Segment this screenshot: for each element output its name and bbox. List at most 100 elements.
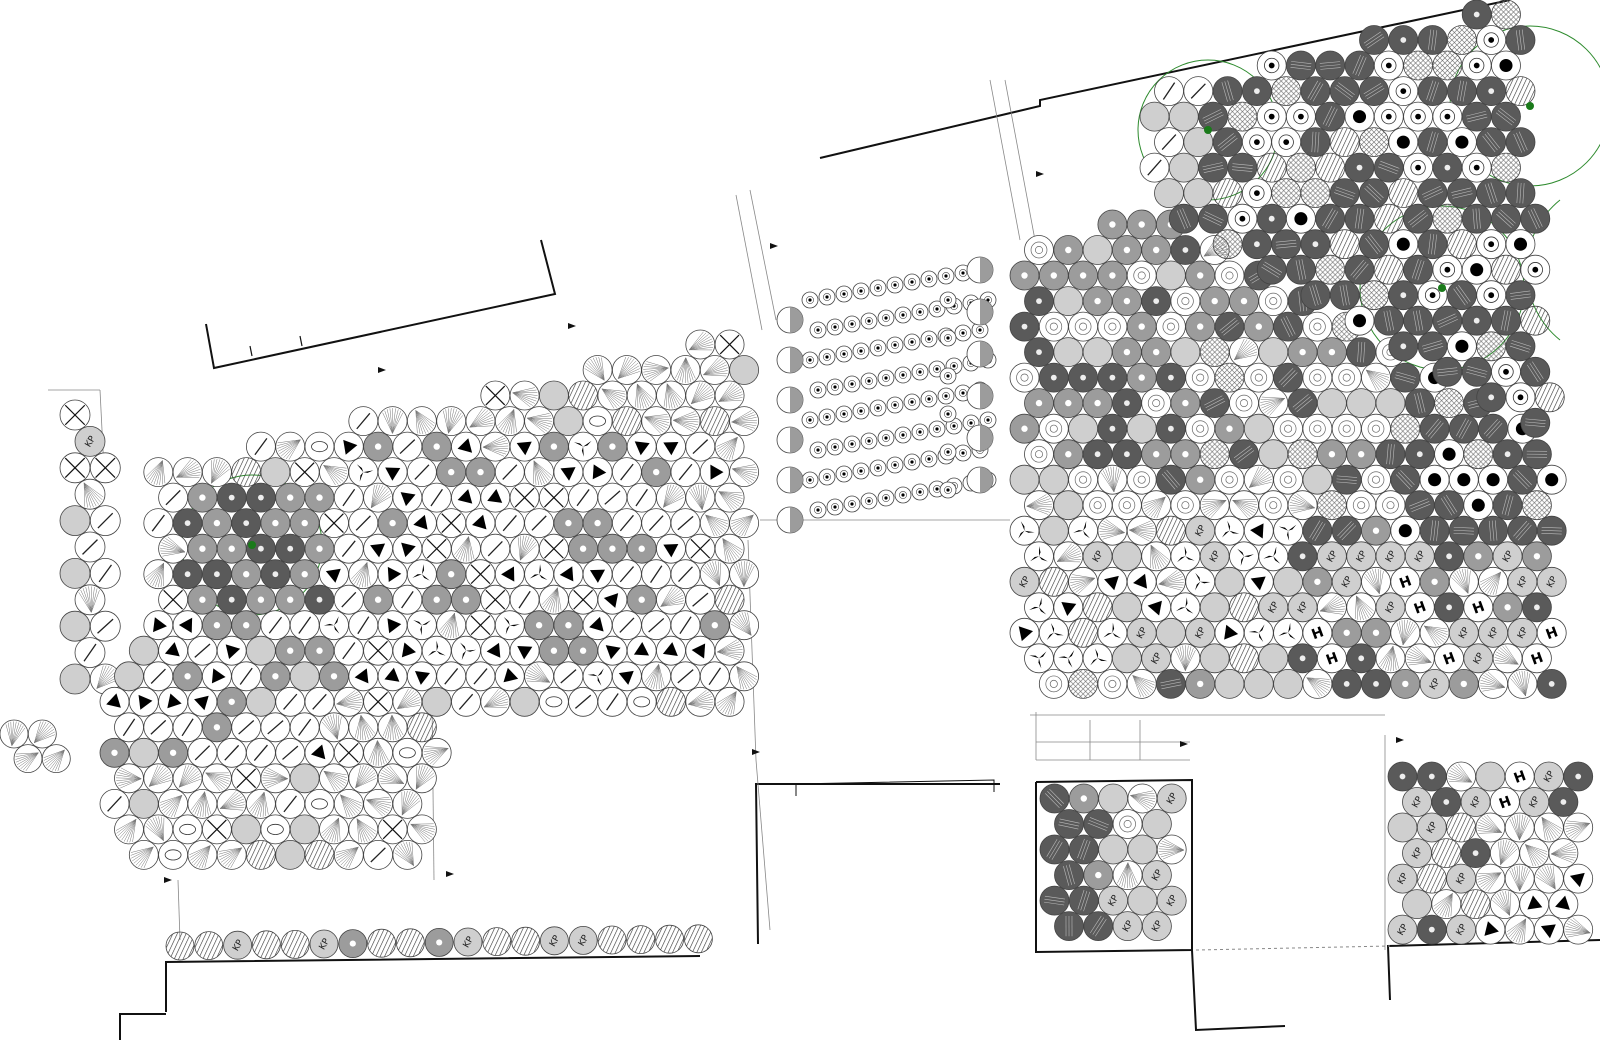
plant-mid-symbol bbox=[1390, 669, 1421, 699]
plant-fan-symbol bbox=[1024, 490, 1054, 521]
plant-dark-stripe-symbol bbox=[1214, 311, 1245, 342]
plant-kp-symbol: KP bbox=[1375, 541, 1406, 572]
plant-mid-symbol bbox=[1419, 566, 1450, 597]
plant-oval-symbol bbox=[582, 406, 613, 437]
plant-mid-symbol bbox=[1185, 669, 1216, 699]
plant-triangle-symbol bbox=[377, 610, 408, 641]
plant-triangle-symbol bbox=[656, 431, 686, 462]
plant-hatch-symbol bbox=[1315, 254, 1346, 285]
plant-small-dot-symbol bbox=[843, 375, 861, 393]
plant-mid-symbol bbox=[275, 584, 306, 615]
plant-mid-symbol bbox=[377, 508, 408, 538]
plant-mid-symbol bbox=[1083, 860, 1114, 890]
plant-fan-symbol bbox=[348, 814, 379, 845]
plant-h-symbol: H bbox=[1522, 643, 1552, 674]
plant-mid-symbol bbox=[1126, 311, 1157, 342]
plant-fan-symbol bbox=[524, 457, 554, 488]
plant-light-symbol bbox=[289, 763, 320, 794]
plant-fan-symbol bbox=[524, 661, 554, 692]
plant-fan-symbol bbox=[714, 635, 745, 666]
plant-dot-symbol bbox=[1476, 229, 1507, 260]
plant-dark-stripe-symbol bbox=[1359, 76, 1389, 106]
plant-slash-symbol bbox=[685, 431, 716, 462]
plant-dark-stripe-symbol bbox=[1505, 178, 1536, 209]
plant-kp-symbol: KP bbox=[1185, 617, 1216, 648]
plant-dark-stripe-symbol bbox=[1390, 362, 1421, 393]
plant-stripe-symbol bbox=[1256, 152, 1287, 183]
arrow-marker bbox=[568, 323, 576, 329]
plant-fan-symbol bbox=[436, 610, 467, 641]
plant-hatch-symbol bbox=[1434, 388, 1464, 419]
plant-propeller-symbol bbox=[1024, 592, 1054, 623]
plant-fan-symbol bbox=[729, 406, 759, 437]
plant-dark-symbol bbox=[1522, 592, 1552, 623]
plant-light-symbol bbox=[1098, 783, 1128, 814]
plant-mid-symbol bbox=[1141, 439, 1172, 470]
plant-fan-symbol bbox=[27, 719, 57, 749]
plant-light-symbol bbox=[1127, 885, 1158, 916]
plant-dark-stripe-symbol bbox=[1039, 783, 1070, 814]
plant-slash-symbol bbox=[275, 686, 306, 717]
plant-fan-symbol bbox=[275, 431, 306, 462]
plant-hatch-symbol bbox=[1522, 490, 1552, 521]
plant-dark-symbol bbox=[1388, 331, 1419, 362]
plant-dark-stripe-symbol bbox=[1505, 127, 1536, 158]
plant-small-dot-symbol bbox=[903, 393, 921, 411]
plant-fan-symbol bbox=[114, 763, 144, 794]
plant-dark-symbol bbox=[172, 508, 203, 538]
plant-half-symbol bbox=[776, 386, 804, 414]
plant-dot-symbol bbox=[1256, 50, 1287, 81]
plant-small-dot-symbol bbox=[818, 408, 836, 426]
plant-slash-symbol bbox=[333, 482, 364, 513]
plant-cross-symbol bbox=[685, 533, 716, 564]
plant-hatch-symbol bbox=[1199, 439, 1230, 470]
plant-stripe-symbol bbox=[304, 840, 335, 870]
plant-triangle-symbol bbox=[158, 686, 189, 717]
plant-triangle-symbol bbox=[656, 635, 686, 666]
plant-dark-stripe-symbol bbox=[1522, 439, 1552, 470]
plant-mid-symbol bbox=[553, 508, 584, 538]
plant-slash-symbol bbox=[451, 686, 481, 717]
plant-slash-symbol bbox=[172, 712, 203, 743]
plant-small-dot-symbol bbox=[843, 315, 861, 333]
plant-fan-symbol bbox=[670, 406, 701, 437]
plant-hatch-symbol bbox=[1463, 439, 1494, 470]
plant-dark-stripe-symbol bbox=[1273, 311, 1303, 342]
plant-target-symbol bbox=[1273, 464, 1303, 495]
plant-fan-symbol bbox=[1448, 566, 1479, 597]
plant-cross-symbol bbox=[231, 763, 262, 794]
h-label: H bbox=[1512, 768, 1528, 787]
plant-slash-symbol bbox=[670, 661, 701, 692]
plant-dark-stripe-symbol bbox=[1054, 809, 1084, 839]
plant-small-dot-symbol bbox=[877, 369, 895, 387]
plant-mid-symbol bbox=[1185, 311, 1216, 342]
plant-propeller-symbol bbox=[348, 457, 379, 488]
plant-slash-symbol bbox=[494, 457, 525, 488]
plant-propeller-symbol bbox=[1053, 643, 1084, 674]
plant-mid-symbol bbox=[260, 661, 291, 692]
plant-fan-symbol bbox=[465, 406, 496, 437]
plant-dot-symbol bbox=[1373, 101, 1404, 132]
plant-stripe-symbol bbox=[626, 925, 656, 954]
plant-mid-symbol bbox=[1185, 260, 1216, 291]
plant-cross-symbol bbox=[480, 584, 511, 615]
plant-mid-symbol bbox=[187, 584, 218, 615]
plant-small-dot-symbol bbox=[801, 411, 819, 429]
plant-stripe-symbol bbox=[597, 925, 627, 955]
plant-slash-symbol bbox=[699, 661, 730, 692]
plant-stripe-symbol bbox=[1520, 305, 1551, 336]
plant-dark-stripe-symbol bbox=[1492, 490, 1523, 521]
plant-mid-symbol bbox=[1361, 617, 1391, 648]
plant-fan-symbol bbox=[158, 789, 189, 819]
plant-slash-symbol bbox=[231, 712, 262, 743]
plant-slash-symbol bbox=[275, 737, 306, 768]
plant-dark-stripe-symbol bbox=[1417, 25, 1448, 55]
plant-stripe-symbol bbox=[1431, 838, 1462, 868]
plant-cross-symbol bbox=[568, 584, 598, 615]
plant-dark-symbol bbox=[172, 559, 203, 590]
arrow-marker bbox=[752, 749, 760, 755]
plant-mid-symbol bbox=[1068, 260, 1098, 291]
plant-half-symbol bbox=[966, 382, 994, 410]
plant-oval-symbol bbox=[158, 840, 189, 870]
plant-kp-symbol: KP bbox=[1141, 643, 1172, 674]
